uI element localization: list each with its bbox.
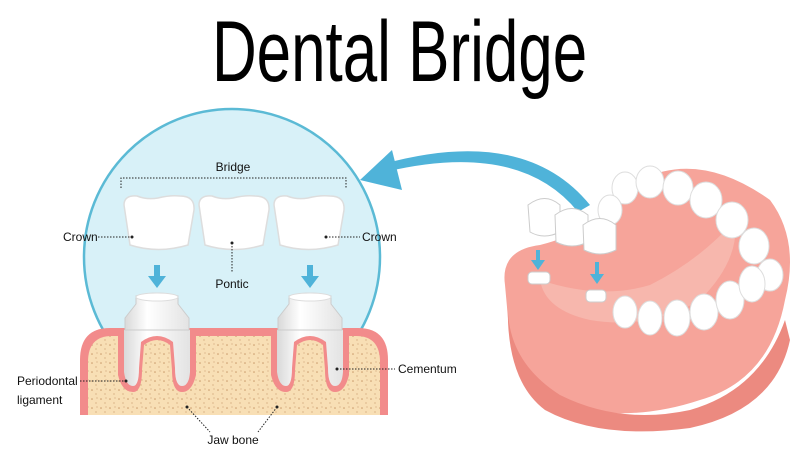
page-title: Dental Bridge: [0, 2, 800, 102]
abutment-tooth-left: [118, 292, 196, 392]
label-pontic: Pontic: [215, 277, 248, 291]
bridge-crowns: [123, 195, 345, 251]
down-arrow-icon: [148, 265, 166, 288]
label-cementum: Cementum: [398, 362, 457, 376]
label-jaw-bone: Jaw bone: [207, 433, 259, 447]
label-crown-right: Crown: [362, 230, 397, 244]
title-text: Dental Bridge: [212, 4, 588, 100]
label-bridge: Bridge: [216, 160, 251, 174]
denture-model: [504, 165, 790, 432]
pontic: [198, 195, 270, 251]
curved-arrow-icon: [360, 150, 590, 212]
leader-lines: [80, 177, 395, 433]
abutment-tooth-right: [271, 292, 349, 392]
label-crown-left: Crown: [63, 230, 98, 244]
crown-left: [123, 195, 195, 251]
label-periodontal-1: Periodontal: [17, 374, 78, 388]
jaw-bone-section: [80, 328, 388, 415]
down-arrow-icon: [301, 265, 319, 288]
crown-right: [273, 195, 345, 251]
label-periodontal-2: ligament: [17, 393, 63, 407]
